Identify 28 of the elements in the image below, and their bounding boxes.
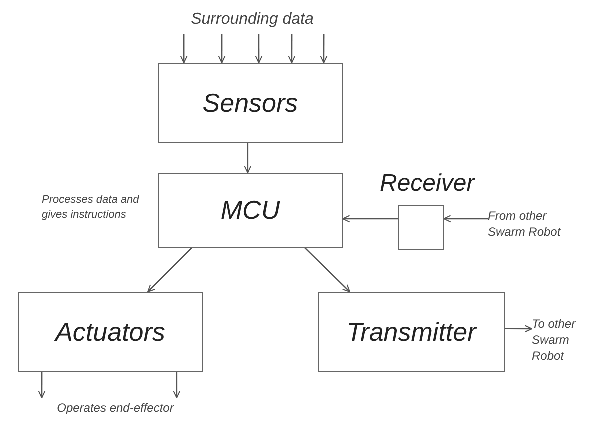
component-label: Receiver (380, 168, 475, 199)
arrow (148, 248, 192, 293)
arrow (244, 143, 252, 174)
annotation-text: Surrounding data (165, 6, 340, 34)
arrow (218, 34, 226, 64)
box-title: Sensors (202, 88, 298, 118)
process-box (318, 292, 505, 372)
arrow (38, 372, 46, 399)
arrow (288, 34, 296, 64)
process-box (158, 173, 343, 248)
empty-box (398, 205, 444, 250)
box-title: Actuators (56, 316, 166, 348)
arrow (304, 248, 350, 293)
arrow (255, 34, 263, 64)
arrow (180, 34, 188, 64)
arrow (505, 325, 533, 333)
annotation-text: Processes data and gives instructions (42, 193, 140, 223)
arrow (443, 215, 488, 223)
annotation-text: From other Swarm Robot (488, 206, 576, 242)
arrow (173, 372, 181, 399)
annotation-text: Operates end-effector (28, 398, 203, 418)
box-title: MCU (220, 195, 280, 226)
arrow (320, 34, 328, 64)
process-box (18, 292, 203, 372)
process-box (158, 63, 343, 143)
box-title: Transmitter (346, 316, 476, 348)
annotation-text: To other Swarm Robot (532, 296, 590, 384)
arrow (342, 215, 398, 223)
